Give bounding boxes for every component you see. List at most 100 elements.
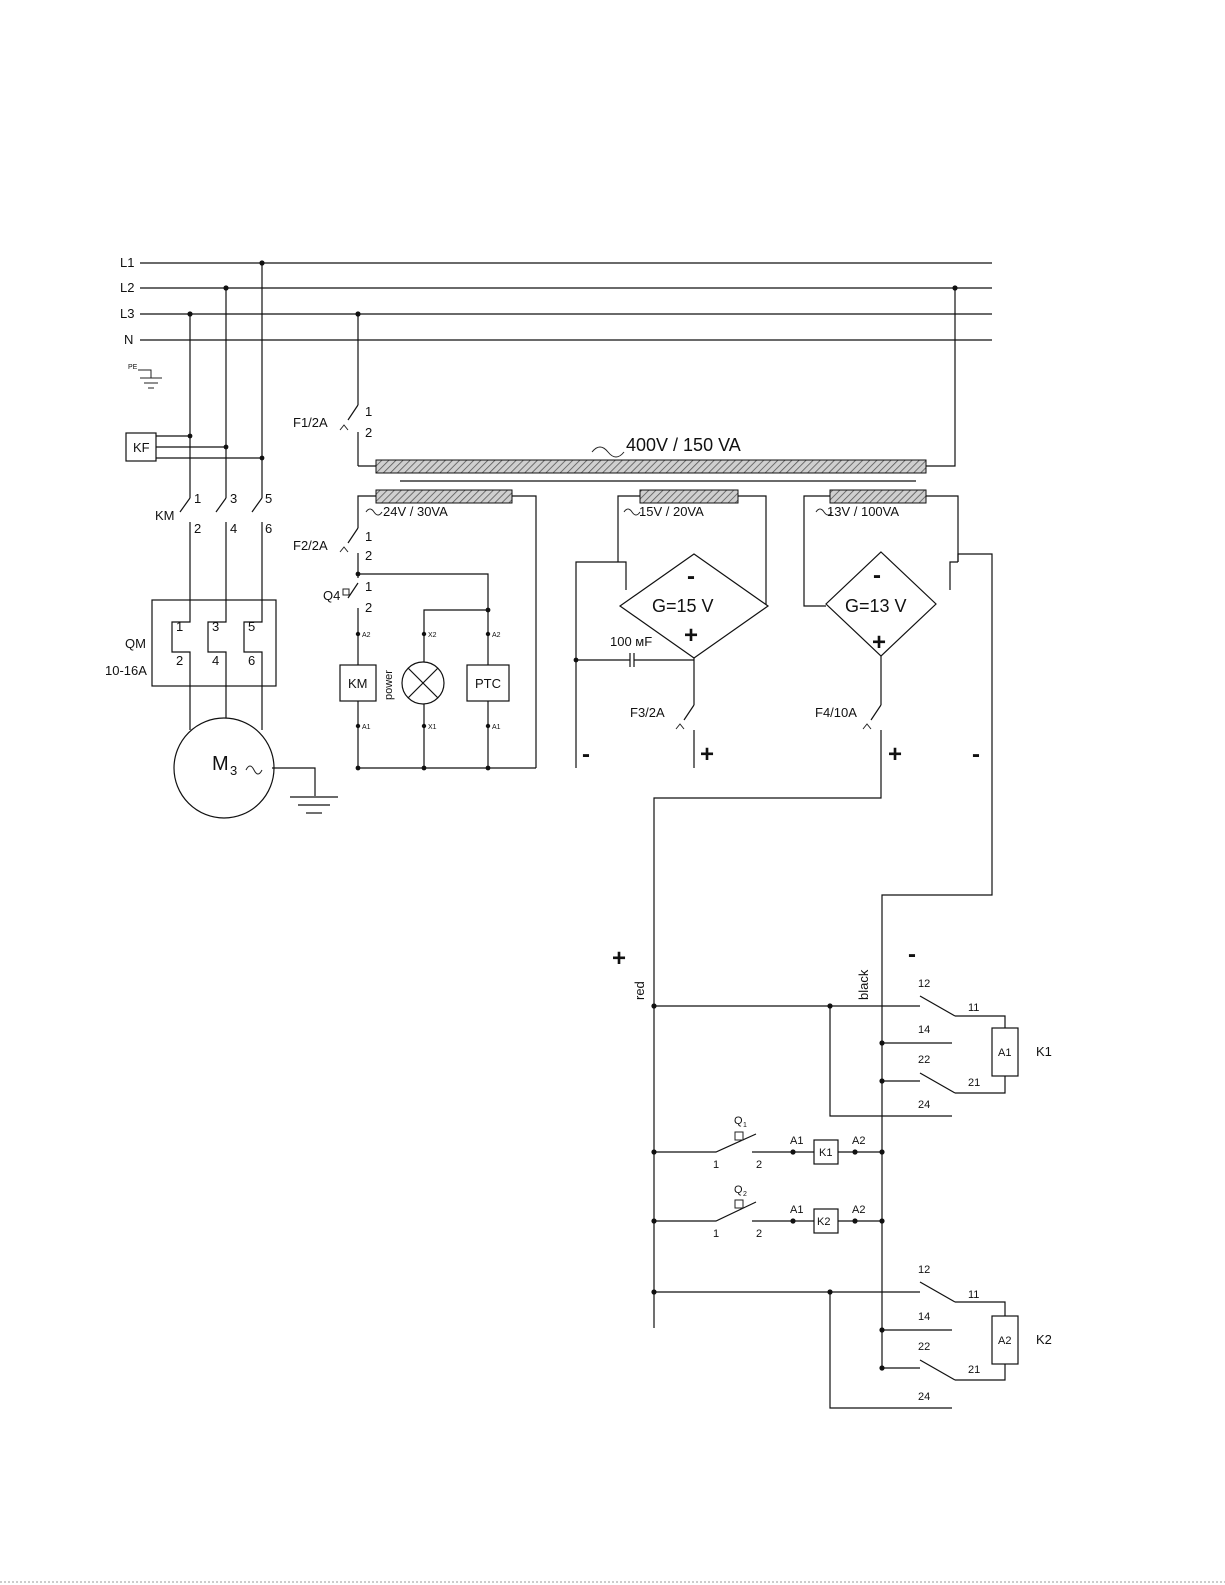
pe-label: PE <box>128 364 138 371</box>
km-terminal-4: 4 <box>230 521 237 536</box>
g13-label: G=13 V <box>845 596 907 616</box>
km-coil <box>339 664 377 702</box>
km-terminal-3: 3 <box>230 491 237 506</box>
k2-14: 14 <box>918 1311 930 1323</box>
motor-sub-label: 3 <box>230 763 237 778</box>
g13-plus: + <box>872 629 886 656</box>
km-coil-a1: A1 <box>362 724 371 731</box>
line-l3-label: L3 <box>120 306 134 321</box>
f3-label: F3/2A <box>630 705 665 720</box>
ptc-a2: A2 <box>492 632 501 639</box>
k2-coil-a2: A2 <box>998 1335 1011 1347</box>
k1-rung-a1: A1 <box>790 1135 803 1147</box>
q2-terminal-1: 1 <box>713 1228 719 1240</box>
secondary-winding-13v <box>829 489 927 504</box>
k2-rung-a1: A1 <box>790 1204 803 1216</box>
out13-minus: - <box>972 741 980 768</box>
supply-lines: L1 L2 L3 N <box>120 255 992 347</box>
f4-label: F4/10A <box>815 705 857 720</box>
control-circuit-24v: F2/2A 1 2 Q4 1 2 A2 KM A1 X2 power X1 A <box>293 527 536 771</box>
secondary-24v-label: 24V / 30VA <box>383 504 448 519</box>
kf-label: KF <box>133 440 150 455</box>
qm-terminal-6: 6 <box>248 653 255 668</box>
g15-label: G=15 V <box>652 596 714 616</box>
k2-24: 24 <box>918 1391 930 1403</box>
qm-terminal-4: 4 <box>212 653 219 668</box>
k1-rung-label: K1 <box>819 1147 832 1159</box>
motor-label: M <box>212 753 229 775</box>
secondary-15v-label: 15V / 20VA <box>639 504 704 519</box>
q1-label: Q <box>734 1115 743 1127</box>
k1-rung-a2: A2 <box>852 1135 865 1147</box>
rectifier-15v: G=15 V - + 100 мF F3/2A - + <box>573 553 770 768</box>
pe-ground-icon: PE <box>128 364 162 389</box>
k1-11: 11 <box>968 1002 979 1014</box>
transformer-main-rating: 400V / 150 VA <box>626 435 741 455</box>
lamp-icon <box>401 661 445 705</box>
ptc-a1: A1 <box>492 724 501 731</box>
k2-21: 21 <box>968 1364 980 1376</box>
km-terminal-1: 1 <box>194 491 201 506</box>
k2-contacts: A2 K2 12 11 14 22 21 24 <box>651 1264 1052 1409</box>
q2-label: Q <box>734 1184 743 1196</box>
f1-terminal-2: 2 <box>365 425 372 440</box>
q4-terminal-2: 2 <box>365 600 372 615</box>
qm-terminal-1: 1 <box>176 619 183 634</box>
k2-rung-label: K2 <box>817 1216 830 1228</box>
k1-coil-a1: A1 <box>998 1047 1011 1059</box>
line-n-label: N <box>124 332 133 347</box>
secondary-winding-15v <box>639 489 739 504</box>
out15-minus: - <box>582 741 590 768</box>
qm-rating: 10-16A <box>105 663 147 678</box>
secondary-13v-label: 13V / 100VA <box>827 504 899 519</box>
k2-22: 22 <box>918 1341 930 1353</box>
lamp-x1: X1 <box>428 724 437 731</box>
transformer: F1/2A 1 2 400V / 150 VA 24V / 30VA 15V /… <box>293 288 959 768</box>
k2-12: 12 <box>918 1264 930 1276</box>
motor-circuit: KF KM 1 2 3 4 5 6 QM 10-16A 1 2 3 4 5 6 <box>105 263 338 819</box>
bus-minus: - <box>908 941 916 968</box>
k1-label: K1 <box>1036 1044 1052 1059</box>
k1-22: 22 <box>918 1054 930 1066</box>
k1-rung-coil <box>813 1139 839 1165</box>
km-coil-a2: A2 <box>362 632 371 639</box>
line-l1-label: L1 <box>120 255 134 270</box>
k1-coil <box>991 1027 1019 1077</box>
q4-terminal-1: 1 <box>365 579 372 594</box>
bus-plus: + <box>612 945 626 972</box>
qm-terminal-2: 2 <box>176 653 183 668</box>
qm-terminal-3: 3 <box>212 619 219 634</box>
black-wire-label: black <box>856 969 871 1000</box>
q1-sub-label: 1 <box>743 1122 747 1129</box>
qm-label: QM <box>125 636 146 651</box>
lamp-x2: X2 <box>428 632 437 639</box>
lamp-power-label: power <box>383 670 395 700</box>
km-label: KM <box>155 508 175 523</box>
km-terminal-2: 2 <box>194 521 201 536</box>
q1-rung: Q 1 1 2 A1 K1 A2 <box>651 1115 885 1171</box>
secondary-winding-24v <box>375 489 513 504</box>
rectifier-13v: G=13 V - + F4/10A + - <box>815 551 993 768</box>
km-terminal-6: 6 <box>265 521 272 536</box>
q2-sub-label: 2 <box>743 1191 747 1198</box>
qm-terminal-5: 5 <box>248 619 255 634</box>
k2-11: 11 <box>968 1289 979 1301</box>
km-coil-label: KM <box>348 676 368 691</box>
q2-terminal-2: 2 <box>756 1228 762 1240</box>
q4-label: Q4 <box>323 588 340 603</box>
q2-rung: Q 2 1 2 A1 K2 A2 <box>651 1184 885 1240</box>
f1-label: F1/2A <box>293 415 328 430</box>
f2-terminal-1: 1 <box>365 529 372 544</box>
q1-terminal-2: 2 <box>756 1159 762 1171</box>
g13-minus: - <box>873 562 881 589</box>
g15-minus: - <box>687 563 695 590</box>
k1-21: 21 <box>968 1077 980 1089</box>
k1-12: 12 <box>918 978 930 990</box>
k2-rung-a2: A2 <box>852 1204 865 1216</box>
capacitor-label: 100 мF <box>610 634 652 649</box>
f2-terminal-2: 2 <box>365 548 372 563</box>
q1-terminal-1: 1 <box>713 1159 719 1171</box>
qm-breaker-box <box>151 599 277 687</box>
k1-contacts: A1 K1 12 11 14 22 21 24 <box>651 978 1052 1117</box>
km-terminal-5: 5 <box>265 491 272 506</box>
